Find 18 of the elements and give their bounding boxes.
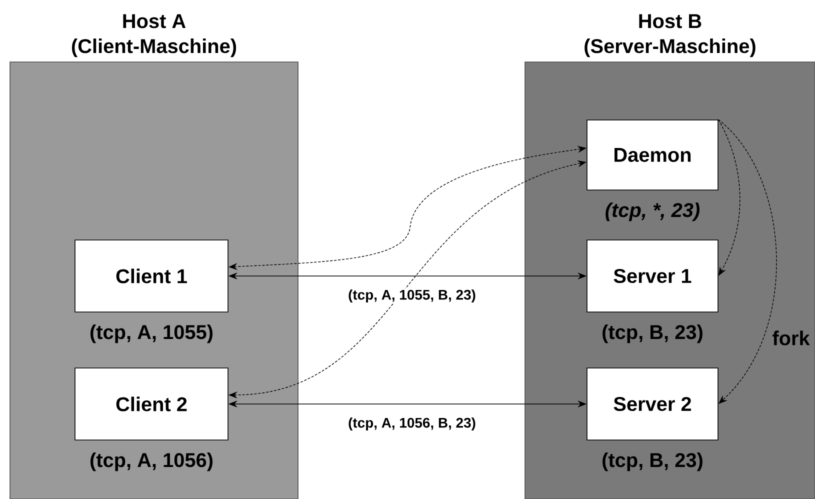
- address-label: (tcp, A, 1055): [90, 324, 212, 344]
- process-box: Client 2: [74, 368, 228, 440]
- process-box: Server 2: [586, 368, 718, 440]
- address-label: (tcp, *, 23): [606, 202, 700, 222]
- edge-label: (tcp, A, 1055, B, 23): [347, 288, 477, 304]
- process-box: Daemon: [586, 120, 718, 190]
- address-label: (tcp, B, 23): [602, 324, 702, 344]
- node-label: (Server-Maschine): [584, 38, 756, 58]
- node-label: Host A: [123, 14, 186, 28]
- node-label: (Client-Maschine): [72, 38, 236, 58]
- edge-label: fork: [771, 330, 811, 346]
- arrow: [718, 119, 777, 404]
- process-box: Client 1: [74, 240, 228, 312]
- address-label: (tcp, B, 23): [602, 452, 702, 472]
- node-label: Host B: [639, 14, 702, 28]
- process-box: Server 1: [586, 240, 718, 312]
- address-label: (tcp, A, 1056): [90, 452, 212, 472]
- edge-label: (tcp, A, 1056, B, 23): [347, 416, 477, 432]
